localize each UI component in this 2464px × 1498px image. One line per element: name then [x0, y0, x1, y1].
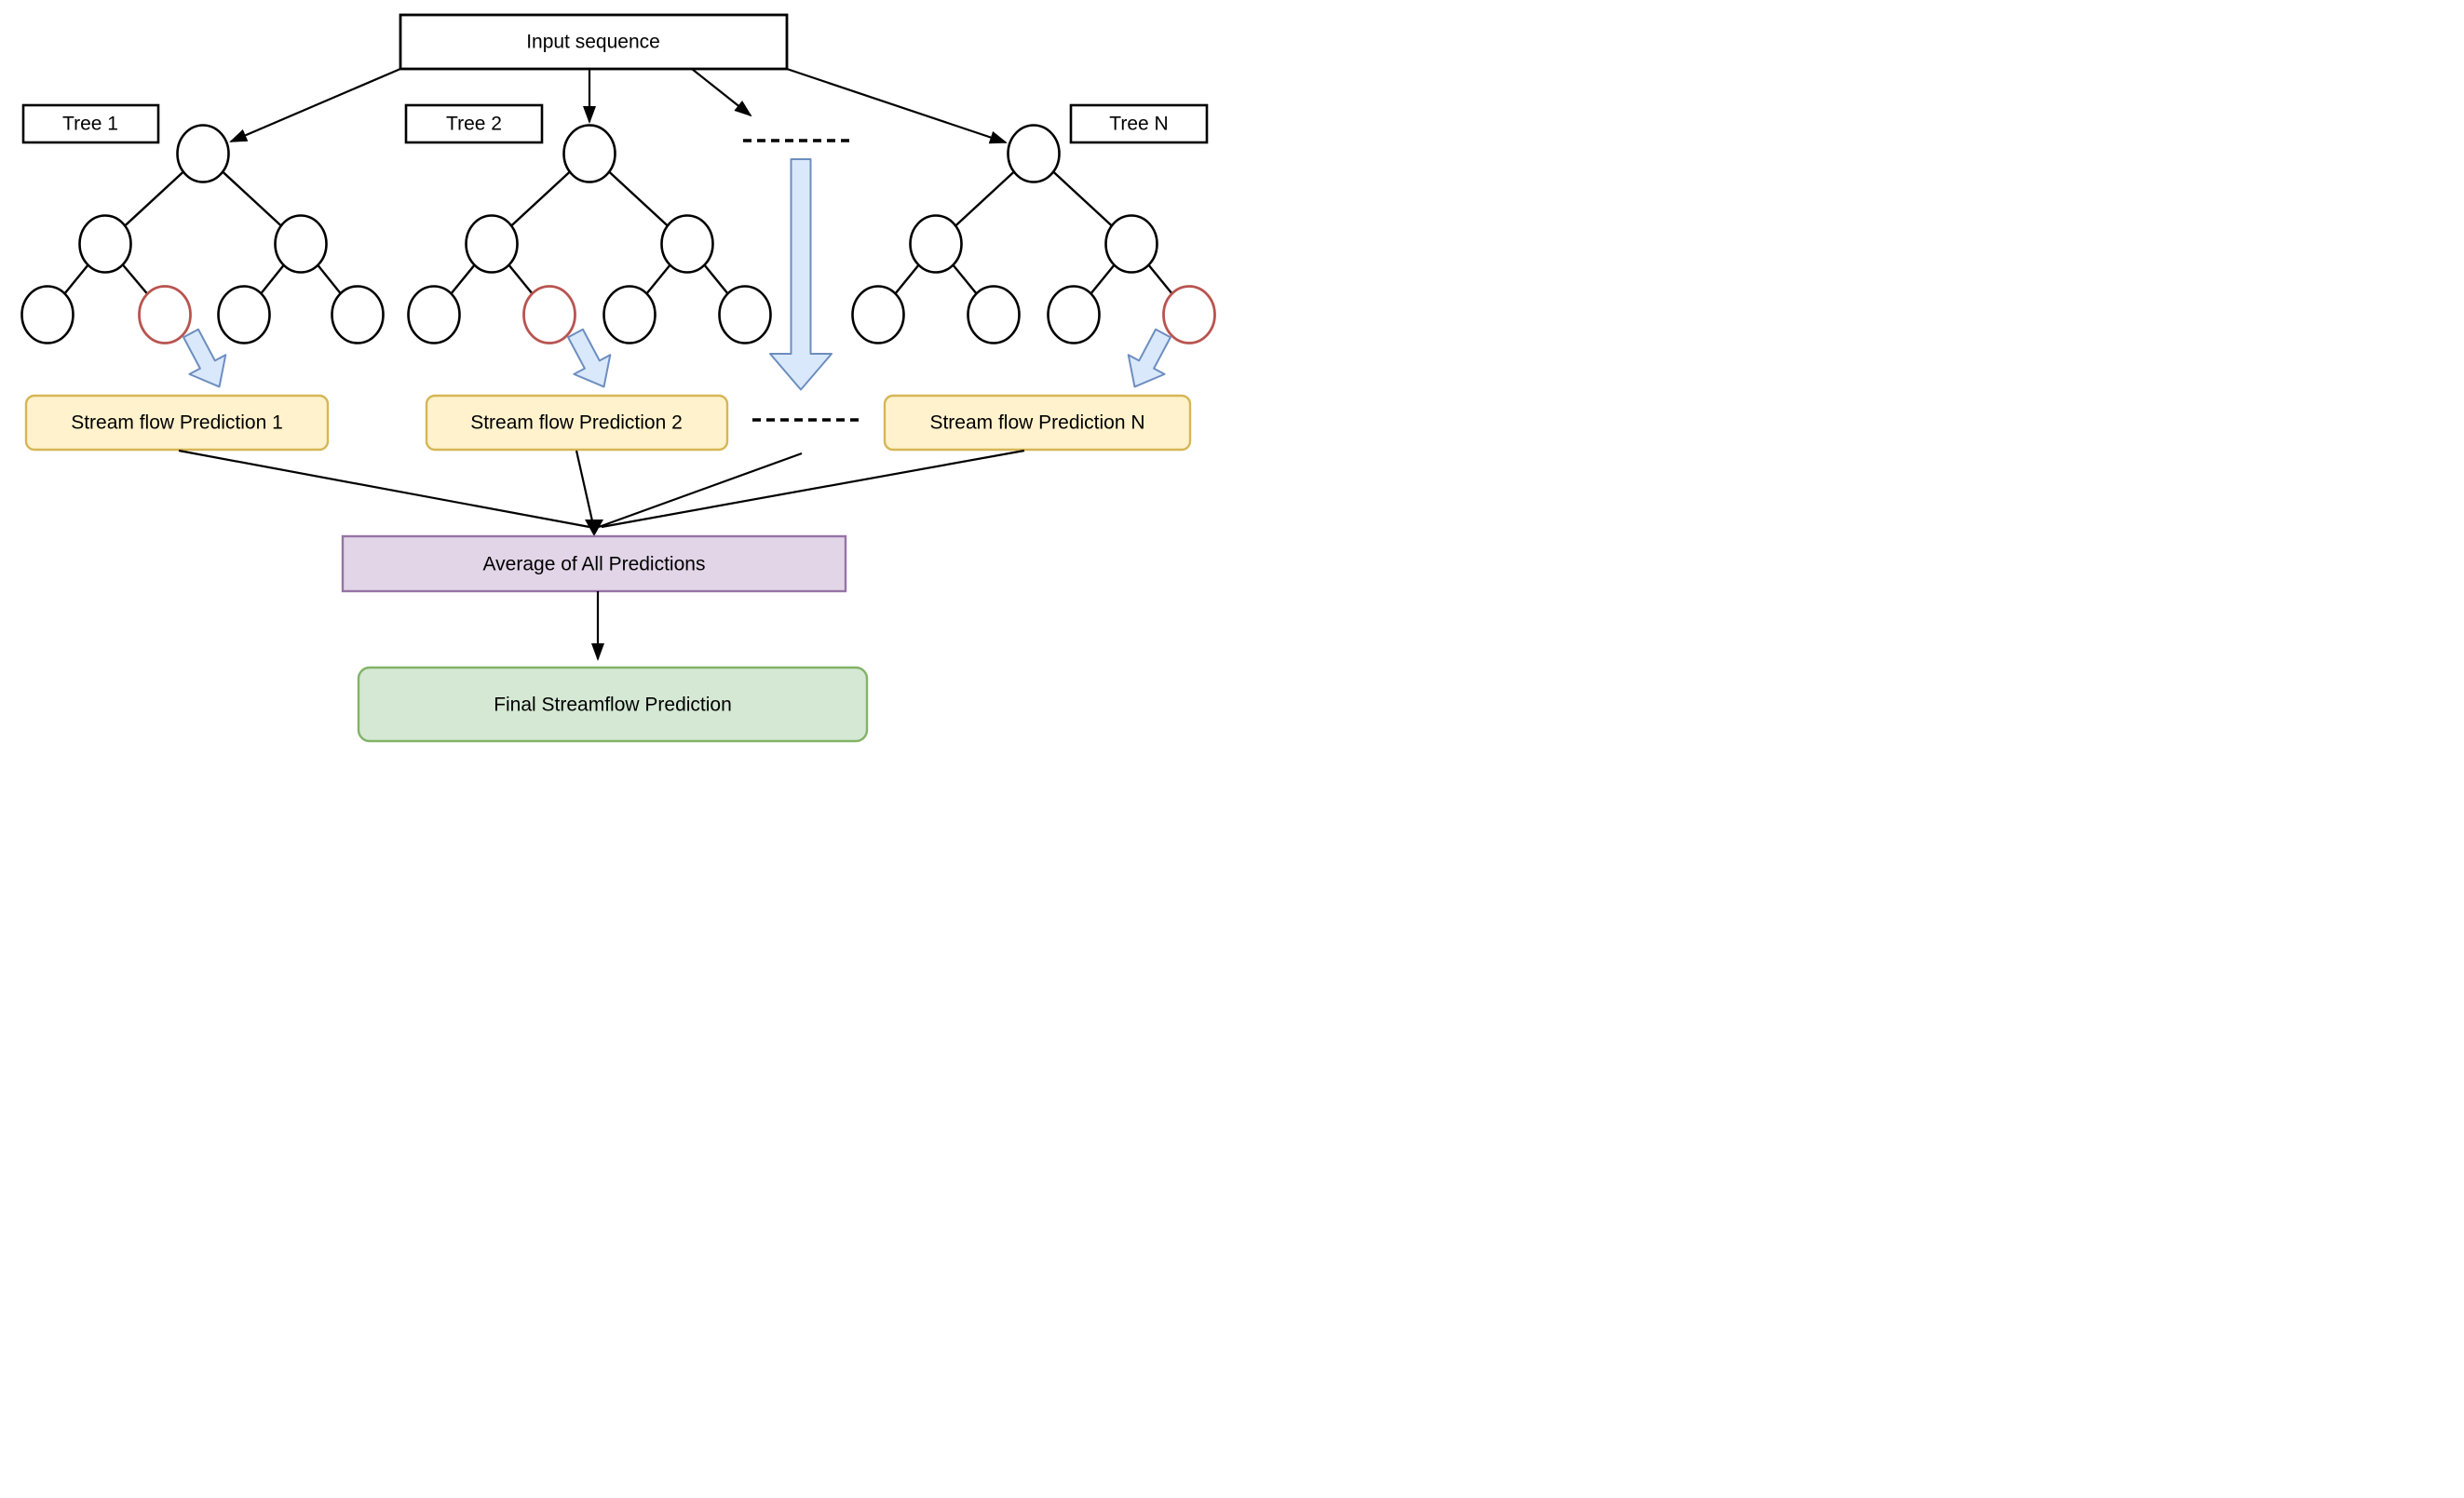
- average-arrowhead: [585, 520, 603, 536]
- tree1-label: Tree 1: [62, 114, 118, 135]
- tree1-leaf-node: [20, 285, 74, 344]
- tree1-left-node: [78, 214, 132, 274]
- input-sequence-label: Input sequence: [526, 32, 660, 53]
- average-box: [341, 534, 847, 593]
- tree2-leaf-node: [407, 285, 461, 344]
- tree2-highlighted-leaf-node: [522, 285, 576, 344]
- tree1-leaf-node: [217, 285, 271, 344]
- input-sequence-box: [399, 13, 789, 71]
- tree2-left-node: [465, 214, 519, 274]
- treeN-right-node: [1104, 214, 1158, 274]
- prediction2-box: [425, 394, 729, 452]
- tree1-right-node: [274, 214, 328, 274]
- prediction2-label: Stream flow Prediction 2: [470, 412, 683, 434]
- tree2-leaf-node: [718, 285, 772, 344]
- tree2-root-node: [562, 124, 616, 183]
- treeN-label-box: [1069, 103, 1209, 144]
- tree1-leaf-node: [331, 285, 385, 344]
- prediction1-to-average-line: [178, 449, 590, 529]
- treeN-leaf-node: [1047, 285, 1101, 344]
- prediction1-box: [24, 394, 330, 452]
- treeN-root-node: [1007, 124, 1061, 183]
- hidden-trees-flow-arrow: [769, 158, 833, 391]
- random-forest-diagram: Input sequence Tree 1 Tr: [0, 0, 1232, 749]
- diagram-svg: Input sequence Tree 1 Tr: [20, 13, 1216, 743]
- input-to-treeN-arrow: [786, 67, 1008, 144]
- treeN-highlighted-leaf-node: [1162, 285, 1216, 344]
- tree2-leaf-flow-arrow: [567, 328, 612, 388]
- treeN-left-node: [909, 214, 963, 274]
- tree1-root-node: [176, 124, 230, 183]
- predictionN-label: Stream flow Prediction N: [929, 412, 1144, 434]
- final-box: [357, 666, 869, 743]
- input-to-hidden-trees-arrow: [691, 68, 752, 117]
- prediction1-label: Stream flow Prediction 1: [71, 412, 283, 434]
- tree-1: [20, 124, 385, 344]
- tree2-right-node: [660, 214, 714, 274]
- tree1-leaf-flow-arrow: [183, 328, 227, 388]
- treeN-leaf-node: [967, 285, 1021, 344]
- tree-N: [851, 124, 1216, 344]
- final-label: Final Streamflow Prediction: [494, 695, 732, 716]
- tree2-label-box: [404, 103, 544, 144]
- tree-2: [407, 124, 772, 344]
- average-label: Average of All Predictions: [483, 554, 706, 575]
- treeN-leaf-flow-arrow: [1127, 328, 1171, 388]
- tree1-label-box: [21, 103, 160, 144]
- tree2-leaf-node: [602, 285, 657, 344]
- input-to-tree1-arrow: [229, 67, 401, 143]
- treeN-label: Tree N: [1109, 114, 1168, 135]
- predictionN-box: [883, 394, 1192, 452]
- prediction2-to-average-line: [575, 450, 595, 526]
- tree2-label: Tree 2: [446, 114, 502, 135]
- hidden-predictions-to-average-line: [598, 452, 803, 529]
- tree1-highlighted-leaf-node: [138, 285, 192, 344]
- treeN-leaf-node: [851, 285, 905, 344]
- predictionN-to-average-line: [601, 449, 1025, 529]
